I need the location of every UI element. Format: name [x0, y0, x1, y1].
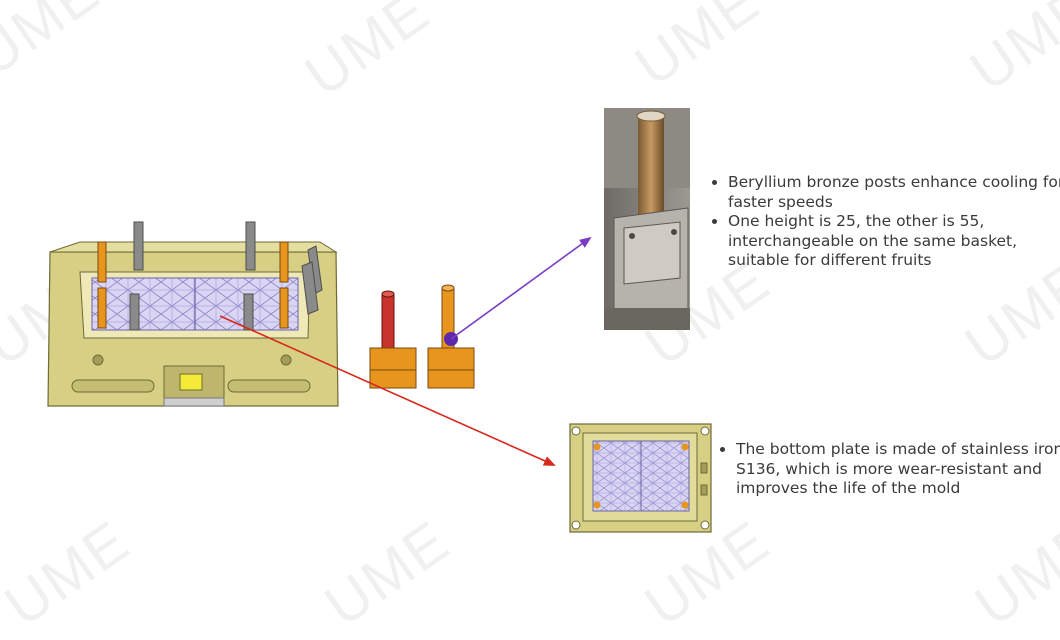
posts-arrow: [450, 236, 592, 340]
bottom-plate-arrow: [219, 315, 556, 466]
mold-illustration: [47, 221, 339, 407]
bottom-plate-illustration: [569, 423, 712, 533]
posts-bullet-heights: One height is 25, the other is 55, inter…: [728, 212, 1060, 271]
posts-bullet-list: Beryllium bronze posts enhance cooling f…: [704, 173, 1060, 271]
post-photo: [604, 108, 690, 330]
posts-bullet-cooling: Beryllium bronze posts enhance cooling f…: [728, 173, 1060, 212]
callout-arrows: [219, 236, 592, 466]
bottom-plate-bullet-list: The bottom plate is made of stainless ir…: [712, 440, 1060, 499]
bottom-plate-bullet-material: The bottom plate is made of stainless ir…: [736, 440, 1060, 499]
